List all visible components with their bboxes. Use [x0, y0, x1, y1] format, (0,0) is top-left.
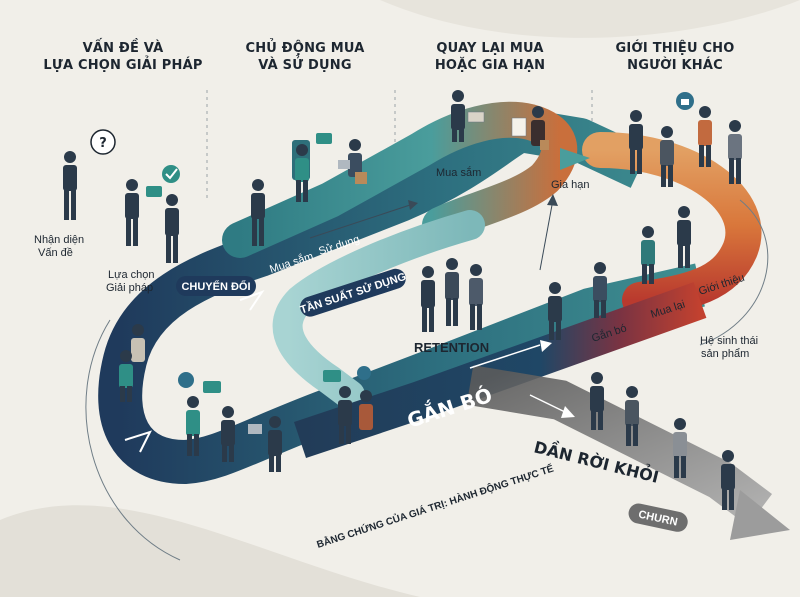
arrow-head-engage [540, 340, 552, 352]
stage-header-3-line1: QUAY LẠI MUA [436, 41, 544, 56]
churn-pill [628, 503, 688, 532]
chevron-1 [124, 430, 152, 453]
people-stage-1 [63, 151, 179, 263]
stage-header-4-line2: NGƯỜI KHÁC [627, 58, 723, 73]
people-retention [421, 258, 483, 332]
people-engagement [548, 206, 691, 340]
people-left-loop [119, 324, 373, 472]
question-icon: ? [90, 129, 116, 155]
guide-usage [309, 204, 411, 239]
guide-usage-head [408, 200, 418, 210]
label-he-sinh-thai-1: Hệ sinh thái [700, 335, 758, 347]
stage-header-4-line1: GIỚI THIỆU CHO [615, 41, 735, 56]
heart-icon [178, 366, 371, 388]
guide-arc-right [699, 199, 769, 346]
stage-header-3-line2: HOẶC GIA HẠN [434, 58, 546, 73]
arrow-line-churn [529, 394, 566, 413]
people-stage-2 [251, 139, 367, 246]
label-nhan-dien-2: Vấn đề [38, 247, 73, 259]
label-gia-han: Gia hạn [551, 179, 590, 191]
label-mua-sam-2: Mua sắm [436, 166, 481, 179]
stage-header-2-line1: CHỦ ĐỘNG MUA [245, 41, 365, 56]
label-nhan-dien-1: Nhận diện [34, 234, 84, 246]
stage-header-2-line2: VÀ SỬ DỤNG [258, 58, 352, 73]
churn-arrowhead [730, 490, 790, 540]
label-retention: RETENTION [414, 340, 489, 355]
guide-renew [539, 204, 553, 271]
stage-header-1: VẤN ĐỀ VÀ LỰA CHỌN GIẢI PHÁP [28, 40, 218, 74]
people-stage-4 [629, 106, 742, 187]
chat-icon [146, 133, 341, 393]
label-bang-chung: BẰNG CHỨNG CỦA GIÁ TRỊ: HÀNH ĐỘNG THỰC T… [315, 462, 556, 551]
svg-text:?: ? [99, 136, 107, 151]
guide-arc-left [85, 319, 181, 561]
guide-renew-head [547, 194, 558, 206]
arrow-line-engage [469, 344, 541, 369]
chevron-2 [239, 290, 265, 311]
stage-header-1-line2: LỰA CHỌN GIẢI PHÁP [43, 58, 203, 73]
label-lua-chon-1: Lựa chọn [108, 269, 155, 281]
conversion-pill [176, 276, 256, 296]
label-lua-chon-2: Giải pháp [106, 282, 153, 294]
label-he-sinh-thai-2: sản phẩm [701, 348, 749, 360]
thumbs-up-icon [676, 92, 694, 110]
frequency-pill [300, 268, 406, 317]
label-chuyen-doi: CHUYỂN ĐỔI [181, 280, 250, 293]
bg-wash-top [380, 0, 800, 38]
check-icon [162, 165, 180, 183]
stage-header-3: QUAY LẠI MUA HOẶC GIA HẠN [395, 40, 585, 74]
stage-header-4: GIỚI THIỆU CHO NGƯỜI KHÁC [580, 40, 770, 74]
arrow-top [560, 148, 590, 170]
people-churn [590, 372, 735, 510]
stage-header-1-line1: VẤN ĐỀ VÀ [82, 41, 164, 56]
stage-header-2: CHỦ ĐỘNG MUA VÀ SỬ DỤNG [210, 40, 400, 74]
people-stage-3 [451, 90, 549, 150]
bg-wash-bottom [0, 505, 420, 597]
path-inner-frequency [272, 210, 485, 410]
arrow-head-churn [561, 406, 575, 418]
path-churn [466, 365, 772, 526]
